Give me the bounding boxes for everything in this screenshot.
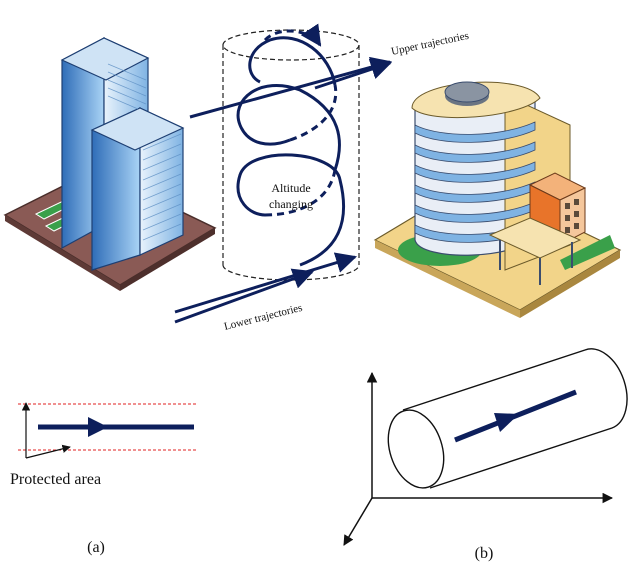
altitude-changing-label-2: changing <box>269 197 313 211</box>
lower-trajectory-arrow <box>174 252 358 324</box>
spiral-trajectory <box>236 23 346 267</box>
path-direction-arrow <box>88 417 108 437</box>
path-direction-arrow-3d <box>494 413 519 432</box>
lower-trajectories-label: Lower trajectories <box>223 302 304 333</box>
upper-trajectory-arrow <box>189 56 393 119</box>
upper-trajectories-label: Upper trajectories <box>390 30 470 58</box>
panel-a: Protected area (a) <box>10 402 196 556</box>
axis-y <box>343 497 373 546</box>
skyscraper-icon <box>3 37 217 291</box>
protected-area-label: Protected area <box>10 471 101 488</box>
office-building-icon <box>373 81 622 318</box>
altitude-changing-label: Altitude <box>271 181 310 195</box>
altitude-cylinder <box>222 29 360 281</box>
protected-pointer-arrow <box>25 444 71 459</box>
caption-a: (a) <box>87 539 105 556</box>
caption-b: (b) <box>475 545 494 562</box>
panel-b: (b) <box>343 348 628 562</box>
tube-end-cap <box>387 409 445 489</box>
